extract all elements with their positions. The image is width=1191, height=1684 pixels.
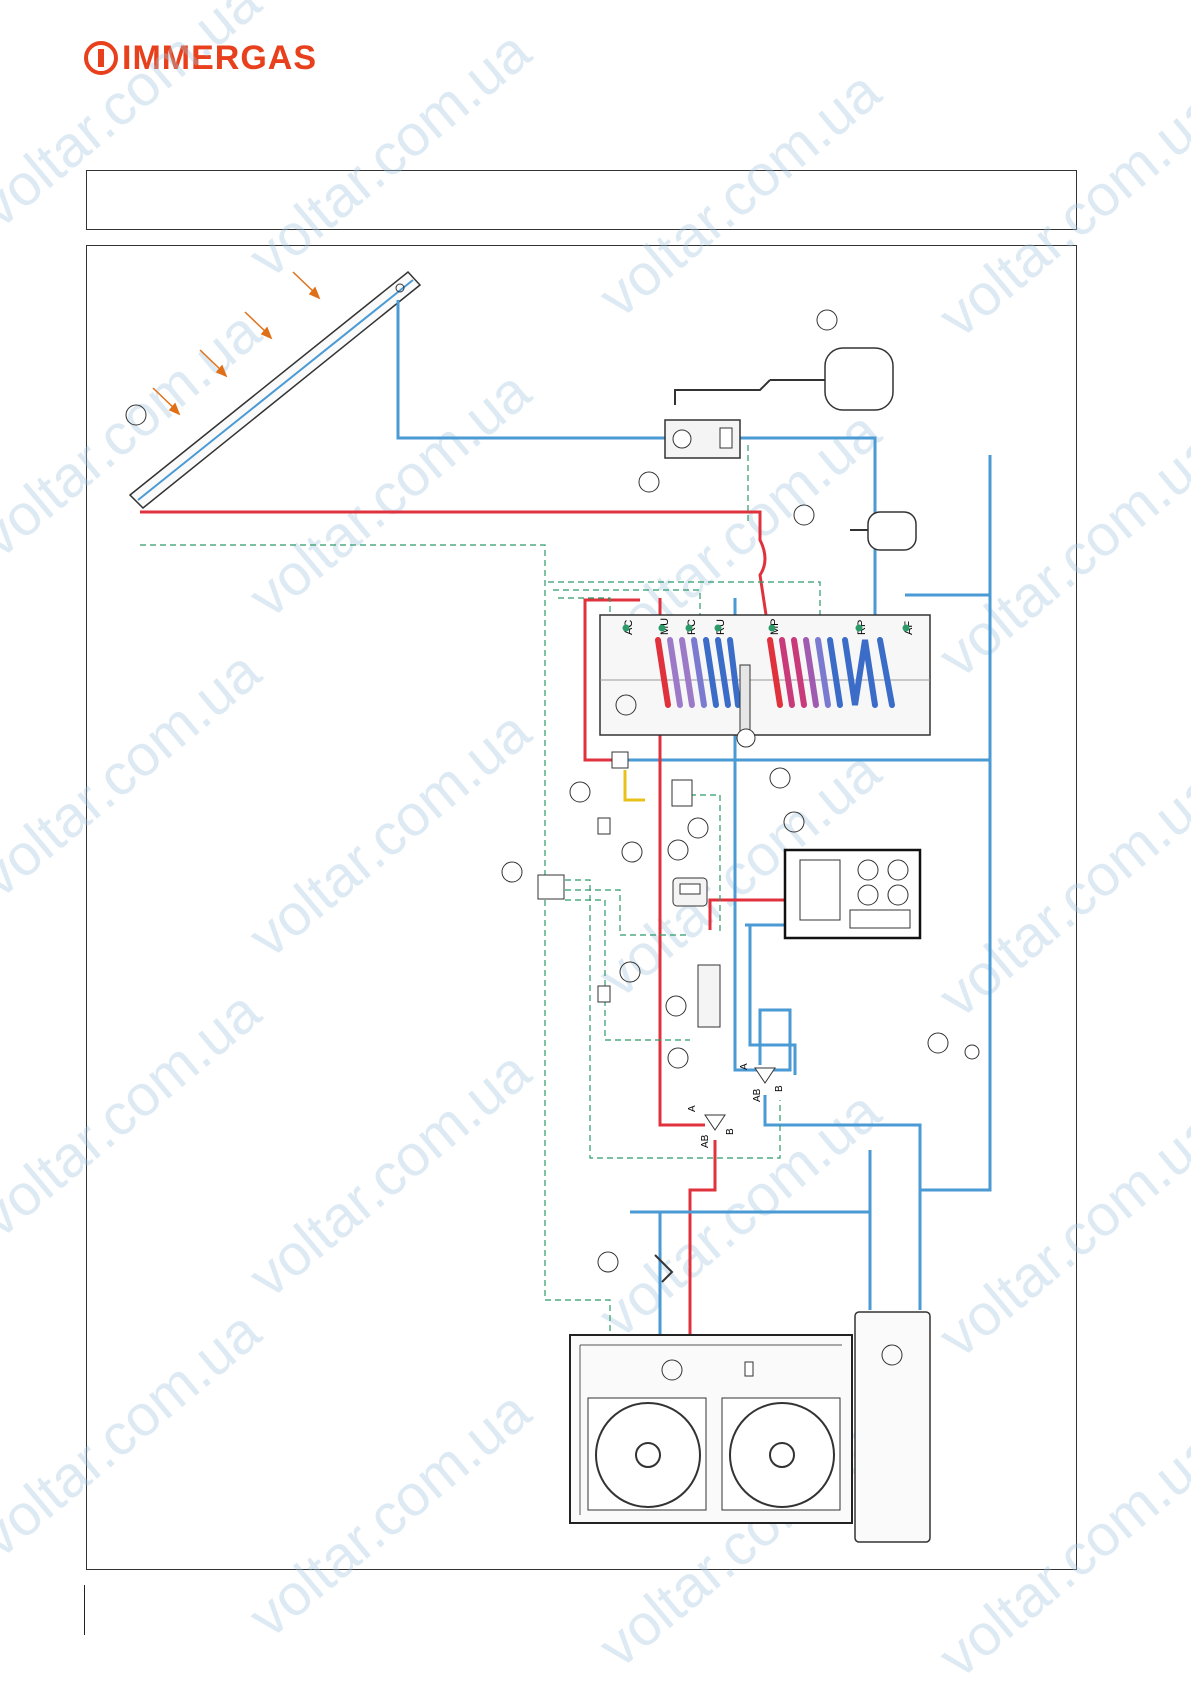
callout-circle	[783, 811, 805, 833]
remote-control-icon	[667, 839, 708, 907]
expansion-vessel-icon	[793, 504, 917, 551]
callout-circle	[619, 961, 641, 983]
three-way-valve-icon: A AB B	[739, 1063, 785, 1102]
sensor-icon	[597, 817, 643, 863]
callout-circle	[665, 995, 687, 1017]
callout-circle	[687, 817, 709, 839]
hydraulic-separator-icon	[665, 964, 721, 1028]
tank-port-marker	[622, 624, 630, 632]
callout-circle	[615, 694, 637, 716]
pipework	[140, 300, 992, 1335]
gas-pipe	[623, 770, 645, 802]
mixing-valve-icon	[569, 751, 629, 803]
tank-port-marker	[855, 624, 863, 632]
expansion-vessel-icon	[674, 309, 894, 411]
watermark-text: voltar.com.ua	[587, 1078, 894, 1350]
callout-circle	[501, 861, 523, 883]
callout-circle	[881, 1344, 903, 1366]
storage-tank-icon: ACMURCRUMPRPAF	[599, 614, 931, 789]
callout-circle	[667, 839, 689, 861]
fan-icon	[721, 1397, 841, 1511]
watermark-text: voltar.com.ua	[927, 1418, 1191, 1684]
watermark-text: voltar.com.ua	[927, 78, 1191, 350]
control-unit-icon	[501, 861, 565, 900]
watermark-text: voltar.com.ua	[0, 1298, 273, 1570]
solar-pump-unit-icon	[638, 419, 741, 493]
brand-name: IMMERGAS	[122, 38, 317, 77]
watermark-text: voltar.com.ua	[0, 978, 273, 1250]
three-way-valve-icon: A AB B	[667, 1047, 736, 1148]
filter-icon	[597, 1251, 674, 1283]
hot-riser-pipe	[658, 598, 705, 1127]
callout-circle	[667, 1047, 689, 1069]
callout-circle	[569, 781, 591, 803]
callout-circle	[638, 471, 660, 493]
diagram-frame	[86, 245, 1077, 1570]
valve-port-label: A	[687, 1105, 698, 1112]
thermostat-icon	[671, 779, 709, 839]
cold-return-pipe	[733, 598, 792, 1072]
solar-hot-pipe	[140, 510, 770, 629]
watermark-text: voltar.com.ua	[0, 638, 273, 910]
brand-logo: IMMERGAS	[84, 38, 317, 78]
diagram-title-box	[86, 170, 1077, 230]
watermark-text: voltar.com.ua	[237, 358, 544, 630]
watermark-text: voltar.com.ua	[927, 758, 1191, 1030]
heat-pump-outdoor-icon	[569, 1334, 853, 1524]
watermark-text: voltar.com.ua	[237, 1038, 544, 1310]
solar-flow-to-tank-pipe	[740, 436, 877, 628]
callout-circle	[597, 1251, 619, 1273]
cold-main-pipe	[918, 455, 992, 1310]
callout-circle	[793, 504, 815, 526]
valve-port-label: AB	[752, 1088, 763, 1102]
watermark-text: voltar.com.ua	[927, 1098, 1191, 1370]
callout-circle	[125, 404, 147, 426]
tank-hot-outlet-pipe	[583, 598, 640, 762]
valve-port-label: B	[725, 1128, 736, 1135]
callout-circle	[816, 309, 838, 331]
tank-port-marker	[902, 624, 910, 632]
page-margin-rule	[84, 1585, 85, 1635]
fan-icon	[587, 1397, 707, 1511]
callout-circle	[621, 841, 643, 863]
tank-port-marker	[658, 624, 666, 632]
watermark-text: voltar.com.ua	[0, 0, 273, 240]
watermark-text: voltar.com.ua	[237, 18, 544, 290]
callout-circle	[927, 1032, 949, 1054]
flow-meter-icon	[927, 1032, 980, 1060]
watermark-text: voltar.com.ua	[237, 1378, 544, 1650]
callout-circle	[661, 1359, 683, 1381]
watermark-text: voltar.com.ua	[587, 58, 894, 330]
solar-return-pipe	[396, 300, 665, 440]
callout-circle	[769, 767, 791, 789]
tank-port-marker	[768, 624, 776, 632]
tank-port-marker	[685, 624, 693, 632]
watermark-text: voltar.com.ua	[927, 418, 1191, 690]
watermark-text: voltar.com.ua	[237, 698, 544, 970]
valve-port-label: A	[739, 1063, 750, 1070]
hp-flow-pipe	[688, 1140, 717, 1335]
valve-port-label: B	[774, 1085, 785, 1092]
indoor-unit-icon	[854, 1311, 931, 1543]
tank-port-marker	[714, 624, 722, 632]
brand-flame-icon	[84, 41, 118, 75]
sensor-icon	[597, 961, 641, 1003]
hydronic-module-icon	[783, 811, 922, 940]
solar-collector-icon	[125, 270, 422, 510]
sun-ray-arrow-icon	[152, 271, 321, 416]
valve-port-label: AB	[700, 1134, 711, 1148]
